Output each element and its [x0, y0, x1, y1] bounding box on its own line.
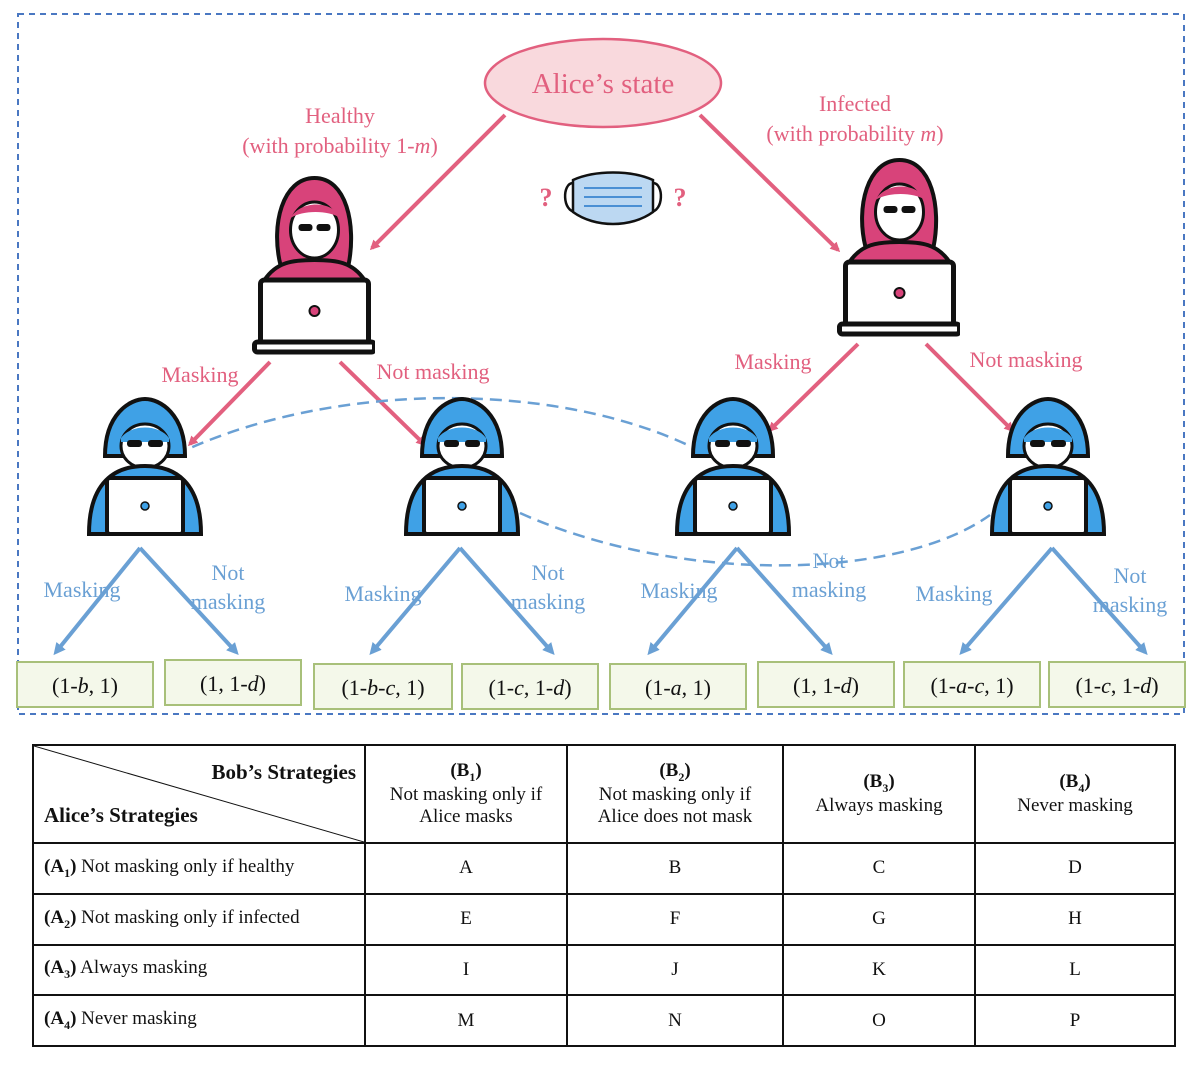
arrow-infected-not-masking [924, 342, 1015, 433]
bob4-masking2-label: masking [1093, 592, 1168, 617]
table-cell: F [566, 892, 784, 946]
bob3-not-label: Not [813, 548, 846, 573]
table-cell: B [566, 842, 784, 895]
table-row: (A4) Never masking M N O P [32, 994, 1176, 1047]
bob-figure-4 [990, 397, 1106, 536]
infected-masking-label: Masking [735, 349, 812, 374]
infected-not-masking-label: Not masking [969, 347, 1082, 372]
question-mark-right: ? [674, 183, 687, 212]
table-corner-header: Bob’s Strategies Alice’s Strategies [32, 744, 366, 844]
payoff-box: (1, 1-d) [164, 659, 302, 706]
table-row: (A1) Not masking only if healthy A B C D [32, 842, 1176, 895]
table-cell: D [974, 842, 1176, 895]
alice-strategies-label: Alice’s Strategies [44, 803, 198, 827]
table-cell: O [782, 994, 976, 1047]
payoff-text: (1-b, 1) [52, 673, 118, 698]
healthy-masking-label: Masking [162, 362, 239, 387]
healthy-label: Healthy [305, 103, 375, 128]
table-cell: A [364, 842, 568, 895]
bob2-not-label: Not [532, 560, 565, 585]
alice-healthy-figure [255, 178, 375, 352]
payoff-text: (1, 1-d) [793, 673, 859, 698]
arrow-bob4-masking [959, 546, 1054, 656]
bob-figure-3 [675, 397, 791, 536]
payoff-box: (1-c, 1-d) [461, 663, 599, 710]
bob-strategies-label: Bob’s Strategies [211, 760, 356, 784]
healthy-probability: (with probability 1-m) [242, 133, 438, 158]
column-header-b3: (B3) Always masking [782, 744, 976, 844]
table-cell: G [782, 892, 976, 946]
table-cell: L [974, 943, 1176, 997]
payoff-box: (1-b-c, 1) [313, 663, 453, 710]
table-cell: I [364, 943, 568, 997]
arrow-bob2-not-masking [458, 546, 555, 655]
diagram-frame [17, 13, 1185, 715]
healthy-not-masking-label: Not masking [376, 359, 489, 384]
arrow-bob1-not-masking [138, 546, 239, 655]
table-cell: K [782, 943, 976, 997]
information-set-not-masking [519, 511, 991, 567]
payoff-box: (1-b, 1) [16, 661, 154, 708]
question-mark-left: ? [540, 183, 553, 212]
arrow-bob3-not-masking [735, 546, 833, 655]
bob1-not-label: Not [212, 560, 245, 585]
bob4-masking-label: Masking [916, 581, 993, 606]
root-label: Alice’s state [532, 68, 675, 100]
payoff-box: (1, 1-d) [757, 661, 895, 708]
infected-label: Infected [819, 91, 891, 116]
table-cell: C [782, 842, 976, 895]
bob2-masking2-label: masking [511, 589, 586, 614]
arrow-root-healthy [369, 113, 507, 251]
bob2-masking-label: Masking [345, 581, 422, 606]
table-cell: J [566, 943, 784, 997]
row-header-a2: (A2) Not masking only if infected [32, 892, 366, 946]
bob-figure-2 [404, 397, 520, 536]
arrow-healthy-masking [187, 360, 272, 447]
arrow-healthy-not-masking [338, 360, 427, 447]
row-header-a1: (A1) Not masking only if healthy [32, 842, 366, 895]
table-row: (A3) Always masking I J K L [32, 943, 1176, 997]
infected-probability: (with probability m) [766, 121, 943, 146]
arrow-root-infected [698, 113, 841, 253]
payoff-text: (1-c, 1-d) [488, 675, 571, 700]
alice-infected-figure [840, 160, 960, 334]
table-cell: N [566, 994, 784, 1047]
payoff-text: (1-b-c, 1) [341, 675, 424, 700]
bob3-masking-label: Masking [641, 578, 718, 603]
payoff-text: (1-a, 1) [645, 675, 711, 700]
strategy-table: Bob’s Strategies Alice’s Strategies (B1)… [32, 744, 1176, 1047]
bob-figure-1 [87, 397, 203, 536]
bob1-masking-label: Masking [44, 577, 121, 602]
payoff-text: (1-a-c, 1) [930, 673, 1013, 698]
payoff-box: (1-a-c, 1) [903, 661, 1041, 708]
arrow-bob3-masking [647, 546, 739, 656]
column-header-b4: (B4) Never masking [974, 744, 1176, 844]
payoff-text: (1, 1-d) [200, 671, 266, 696]
bob1-masking2-label: masking [191, 589, 266, 614]
table-cell: E [364, 892, 568, 946]
table-cell: P [974, 994, 1176, 1047]
table-row: (A2) Not masking only if infected E F G … [32, 892, 1176, 946]
payoff-text: (1-c, 1-d) [1075, 673, 1158, 698]
arrow-bob4-not-masking [1050, 546, 1148, 655]
strategy-table-container: Bob’s Strategies Alice’s Strategies (B1)… [32, 744, 1176, 1047]
arrow-bob1-masking [53, 546, 142, 656]
payoff-box: (1-a, 1) [609, 663, 747, 710]
face-mask-icon: ? ? [540, 171, 687, 226]
payoff-boxes: (1-b, 1) (1, 1-d) (1-b-c, 1) (1-c, 1-d) (1-a… [16, 659, 1186, 710]
information-set-masking [174, 396, 699, 457]
root-node: Alice’s state [483, 37, 723, 129]
table-cell: M [364, 994, 568, 1047]
arrow-bob2-masking [369, 546, 462, 656]
game-tree-diagram: Alice’s state Healthy (with probability … [16, 13, 1186, 715]
arrow-infected-masking [767, 342, 860, 433]
bob3-masking2-label: masking [792, 577, 867, 602]
bob4-not-label: Not [1114, 563, 1147, 588]
table-cell: H [974, 892, 1176, 946]
row-header-a3: (A3) Always masking [32, 943, 366, 997]
row-header-a4: (A4) Never masking [32, 994, 366, 1047]
payoff-box: (1-c, 1-d) [1048, 661, 1186, 708]
